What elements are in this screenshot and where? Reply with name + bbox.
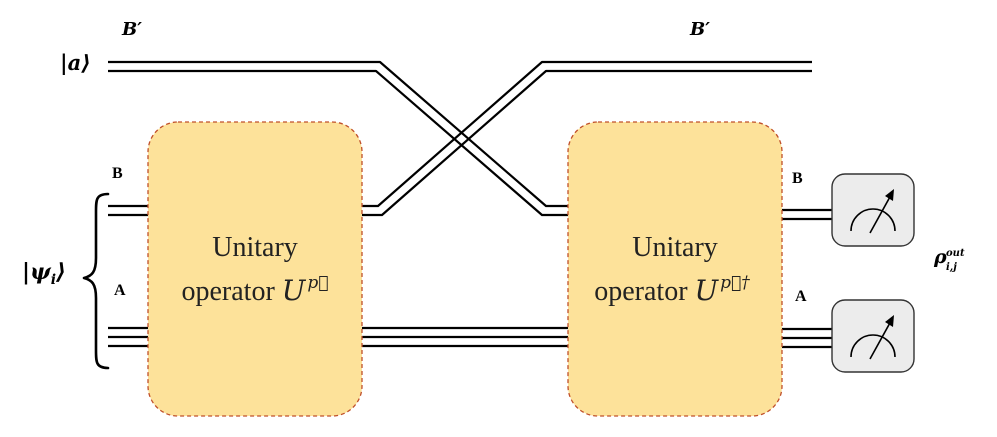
a-register-label-left: A: [114, 282, 126, 299]
meter-b-arc-icon: [850, 208, 896, 232]
output-density-subscript: i,j: [946, 262, 957, 273]
input-state-ket-close: ⟩: [55, 259, 66, 285]
input-state-label: |ψi⟩: [22, 259, 66, 288]
measurement-meter-a: [831, 299, 915, 373]
right-box-operator-superscript: p⃗†: [720, 273, 750, 293]
right-box-operator-symbol: U: [695, 274, 720, 307]
ancilla-wire-bottom-strand: [108, 69, 568, 217]
meter-a-arrowhead-icon: [885, 315, 894, 327]
left-box-operator-word: operator: [182, 276, 276, 307]
left-box-operator-superscript: p⃗: [307, 273, 328, 293]
b-wire-top-strand: [362, 60, 812, 208]
wires: [108, 60, 832, 349]
ancilla-wire-top-strand: [108, 60, 568, 208]
meter-b-arrowhead-icon: [885, 189, 894, 201]
left-box-line1: Unitary: [212, 232, 298, 263]
input-state-brace: [82, 192, 110, 370]
right-box-line1: Unitary: [632, 232, 718, 263]
right-box-operator-word: operator: [594, 276, 688, 307]
ancilla-state-label: |a⟩: [60, 50, 91, 75]
b-prime-label-left: B′: [121, 19, 142, 40]
b-register-label-right: B: [792, 170, 803, 187]
meter-b-needle-icon: [869, 194, 892, 234]
meter-a-arc-icon: [850, 334, 896, 358]
output-density-rho: ρ: [933, 246, 947, 268]
a-register-label-right: A: [795, 288, 807, 305]
output-density-superscript: out: [946, 248, 965, 259]
measurement-meter-b: [831, 173, 915, 247]
b-register-label-left: B: [112, 165, 123, 182]
input-state-ket: |ψ: [22, 259, 52, 285]
b-prime-label-right: B′: [689, 19, 710, 40]
output-density-label: ρ: [933, 246, 947, 268]
meter-a-needle-icon: [869, 320, 892, 360]
b-wire-bottom-strand: [362, 69, 812, 217]
left-box-operator-symbol: U: [282, 274, 307, 307]
input-state-subscript: i: [51, 272, 56, 288]
